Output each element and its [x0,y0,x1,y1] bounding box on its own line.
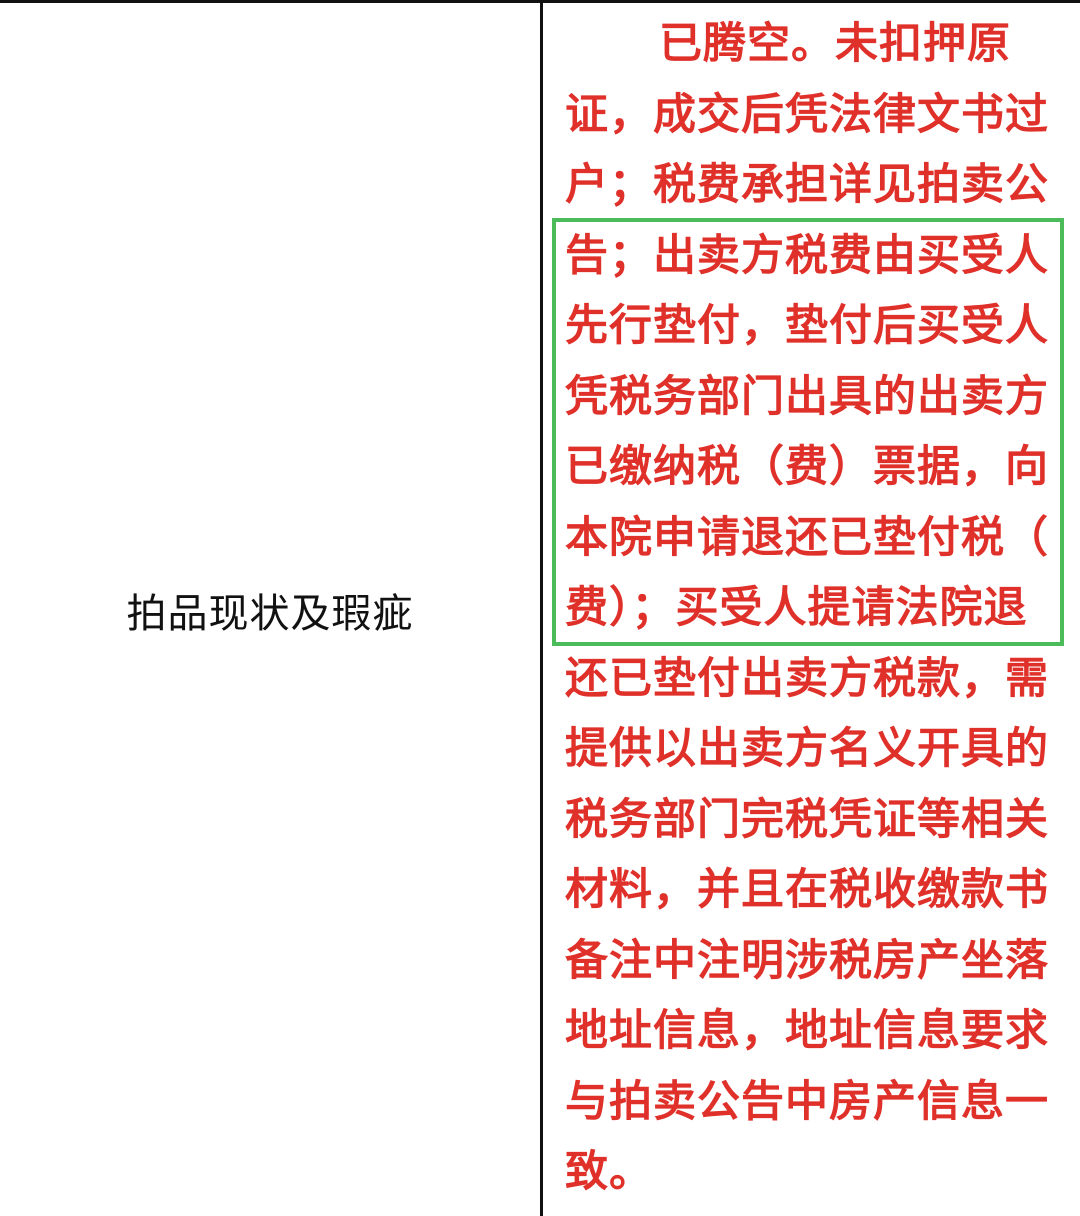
value-line-highlighted: 先行垫付，垫付后买受人 [565,301,1049,351]
table-label-cell: 拍品现状及瑕疵 [0,3,540,1216]
column-divider [540,0,543,1216]
value-line-highlighted: 已缴纳税（费）票据，向 [565,442,1049,492]
value-line: 与拍卖公告中房产信息一 [565,1076,1049,1127]
value-line: 还已垫付出卖方税款，需 [565,653,1049,704]
value-line: 税务部门完税凭证等相关 [565,794,1049,845]
value-line: 提供以出卖方名义开具的 [565,724,1049,774]
value-line: 材料，并且在税收缴款书 [565,865,1049,915]
value-line-highlighted: 费）；买受人提请法院退 [565,583,1028,633]
value-line-highlighted: 凭税务部门出具的出卖方 [565,371,1049,422]
value-line: 致。 [565,1147,653,1197]
value-text-block: 已腾空。未扣押原 证，成交后凭法律文书过 户；税费承担详见拍卖公 告；出卖方税费… [565,9,1065,1208]
value-line: 户；税费承担详见拍卖公 [565,160,1049,210]
table-value-cell: 已腾空。未扣押原 证，成交后凭法律文书过 户；税费承担详见拍卖公 告；出卖方税费… [543,3,1080,1216]
value-line: 地址信息，地址信息要求 [565,1006,1049,1056]
value-line: 已腾空。未扣押原 [659,19,1011,69]
value-line: 证，成交后凭法律文书过 [565,89,1049,140]
row-label: 拍品现状及瑕疵 [126,590,414,637]
value-line: 备注中注明涉税房产坐落 [565,935,1049,986]
value-line-highlighted: 告；出卖方税费由买受人 [565,230,1049,281]
value-line-highlighted: 本院申请退还已垫付税（ [565,512,1049,563]
